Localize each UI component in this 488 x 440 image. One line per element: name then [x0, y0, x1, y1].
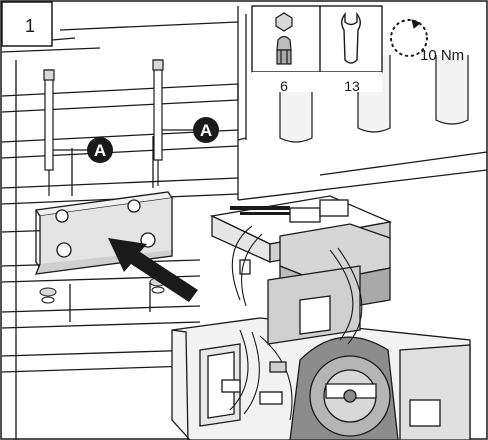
- callout-a: A: [53, 137, 113, 163]
- hex-socket-icon: [275, 12, 293, 65]
- tool-size-label: 13: [344, 78, 360, 94]
- tool-panel: 6 13: [251, 5, 383, 94]
- wrench-icon: [341, 11, 361, 64]
- insert-direction-arrow: [108, 238, 198, 302]
- callout-letter: A: [94, 141, 106, 160]
- callout-a: A: [162, 117, 219, 143]
- wall-blocks: [1, 6, 488, 440]
- torque-value: 10 Nm: [420, 47, 464, 64]
- step-number-box: 1: [1, 1, 76, 47]
- anchor-bolt: [43, 69, 55, 196]
- tool-size-label: 6: [280, 78, 288, 94]
- callout-letter: A: [200, 121, 212, 140]
- step-number: 1: [25, 16, 35, 36]
- gate-motor-unit: [171, 195, 471, 440]
- anchor-bolt: [152, 59, 164, 186]
- torque-rotation-icon: [390, 19, 428, 57]
